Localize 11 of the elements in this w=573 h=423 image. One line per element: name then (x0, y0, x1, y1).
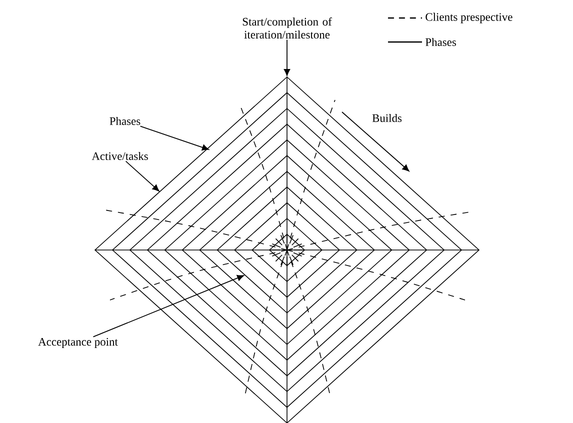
leader-arrow (125, 160, 160, 192)
leader-arrow (140, 126, 209, 151)
legend-label: Phases (426, 38, 456, 46)
node-label: Phases (110, 116, 140, 126)
node-label: Acceptance point (38, 338, 118, 348)
legend-label: Clients prespective (426, 12, 512, 24)
builds-label: Builds (372, 114, 402, 122)
leader-arrow (284, 39, 290, 76)
node-label: Start/completion of iteration/milestone (242, 17, 332, 39)
leader-arrow (92, 274, 244, 338)
node-label: Active/tasks (92, 152, 148, 160)
